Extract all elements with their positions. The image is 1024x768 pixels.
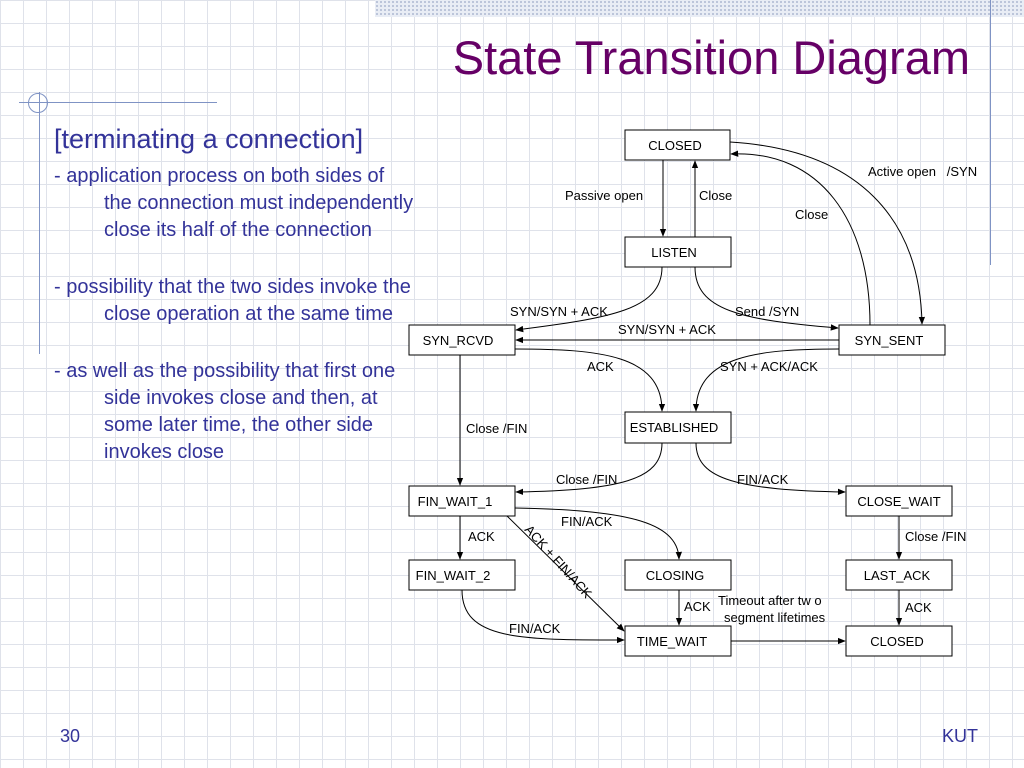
label-ack-1: ACK <box>587 359 614 374</box>
label-close-1: Close <box>699 188 732 203</box>
arrow-syn-sent-to-established <box>692 348 840 412</box>
state-syn-sent-box <box>838 324 946 356</box>
label-send-syn: Send /SYN <box>735 304 799 319</box>
crosshair-circle <box>28 93 48 113</box>
arrow-established-to-close-wait <box>695 442 846 496</box>
label-close-fin-3: Close /FIN <box>905 529 966 544</box>
label-ack-3: ACK <box>684 599 711 614</box>
label-passive-open: Passive open <box>565 188 643 203</box>
label-ack-2: ACK <box>468 529 495 544</box>
label-syn-syn-ack-2: SYN/SYN + ACK <box>618 322 716 337</box>
arrow-fin-wait-1-to-time-wait <box>506 515 625 632</box>
state-time-wait-box <box>624 625 732 657</box>
state-listen-box <box>624 236 732 268</box>
arrow-fin-wait-2-to-time-wait <box>461 589 625 644</box>
state-established-box <box>624 411 732 444</box>
left-decor-vline <box>39 92 40 354</box>
arrow-listen-to-syn-rcvd <box>515 266 663 333</box>
label-ack-4: ACK <box>905 600 932 615</box>
left-decor-hline <box>19 102 217 103</box>
arrow-syn-rcvd-to-established <box>514 348 666 412</box>
right-decor-line <box>990 0 991 265</box>
state-listen: LISTEN <box>651 245 697 260</box>
top-dotted-band <box>375 0 1024 17</box>
label-close-fin-1: Close /FIN <box>466 421 527 436</box>
label-close-fin-2: Close /FIN <box>556 472 617 487</box>
state-close-wait: CLOSE_WAIT <box>857 494 940 509</box>
arrow-listen-to-syn-sent <box>694 266 839 331</box>
label-ack-fin-ack: ACK + FIN/ACK <box>522 522 595 601</box>
label-syn-syn-ack-1: SYN/SYN + ACK <box>510 304 608 319</box>
state-closed-bottom: CLOSED <box>870 634 923 649</box>
label-syn-ack-ack: SYN + ACK/ACK <box>720 359 818 374</box>
arrow-fin-wait-1-to-closing <box>514 507 683 560</box>
label-fin-ack-1: FIN/ACK <box>737 472 789 487</box>
state-closing: CLOSING <box>646 568 705 583</box>
slide-title: State Transition Diagram <box>452 31 970 84</box>
state-last-ack: LAST_ACK <box>864 568 931 583</box>
page-number: 30 <box>60 726 81 746</box>
label-timeout-2: segment lifetimes <box>724 610 826 625</box>
label-timeout-1: Timeout after tw o <box>718 593 822 608</box>
state-closing-box <box>624 559 732 591</box>
state-syn-sent: SYN_SENT <box>855 333 924 348</box>
label-fin-ack-3: FIN/ACK <box>509 621 561 636</box>
state-closed-top-box <box>624 129 731 161</box>
state-fin-wait-2: FIN_WAIT_2 <box>416 568 491 583</box>
label-active-open: Active open /SYN <box>868 164 977 179</box>
arrow-closed-to-syn-sent <box>729 141 926 325</box>
slide-body: [terminating a connection] - application… <box>54 124 414 496</box>
state-time-wait: TIME_WAIT <box>637 634 707 649</box>
state-fin-wait-1-box <box>408 485 516 517</box>
label-fin-ack-2: FIN/ACK <box>561 514 613 529</box>
state-closed-bottom-box <box>845 625 953 657</box>
state-syn-rcvd-box <box>408 324 516 356</box>
footer-brand: KUT <box>942 726 978 746</box>
slide-subtitle: [terminating a connection] <box>54 124 364 154</box>
state-last-ack-box <box>845 559 953 591</box>
bullet-1: - application process on both sides of t… <box>54 165 414 241</box>
label-close-2: Close <box>795 207 828 222</box>
state-established: ESTABLISHED <box>630 420 719 435</box>
bullet-3: - as well as the possibility that first … <box>54 360 396 463</box>
state-closed-top: CLOSED <box>648 138 701 153</box>
state-fin-wait-1: FIN_WAIT_1 <box>418 494 493 509</box>
state-syn-rcvd: SYN_RCVD <box>423 333 494 348</box>
arrow-syn-sent-to-closed <box>730 150 871 326</box>
arrow-established-to-fin-wait-1 <box>515 442 663 496</box>
bullet-2: - possibility that the two sides invoke … <box>54 276 411 325</box>
